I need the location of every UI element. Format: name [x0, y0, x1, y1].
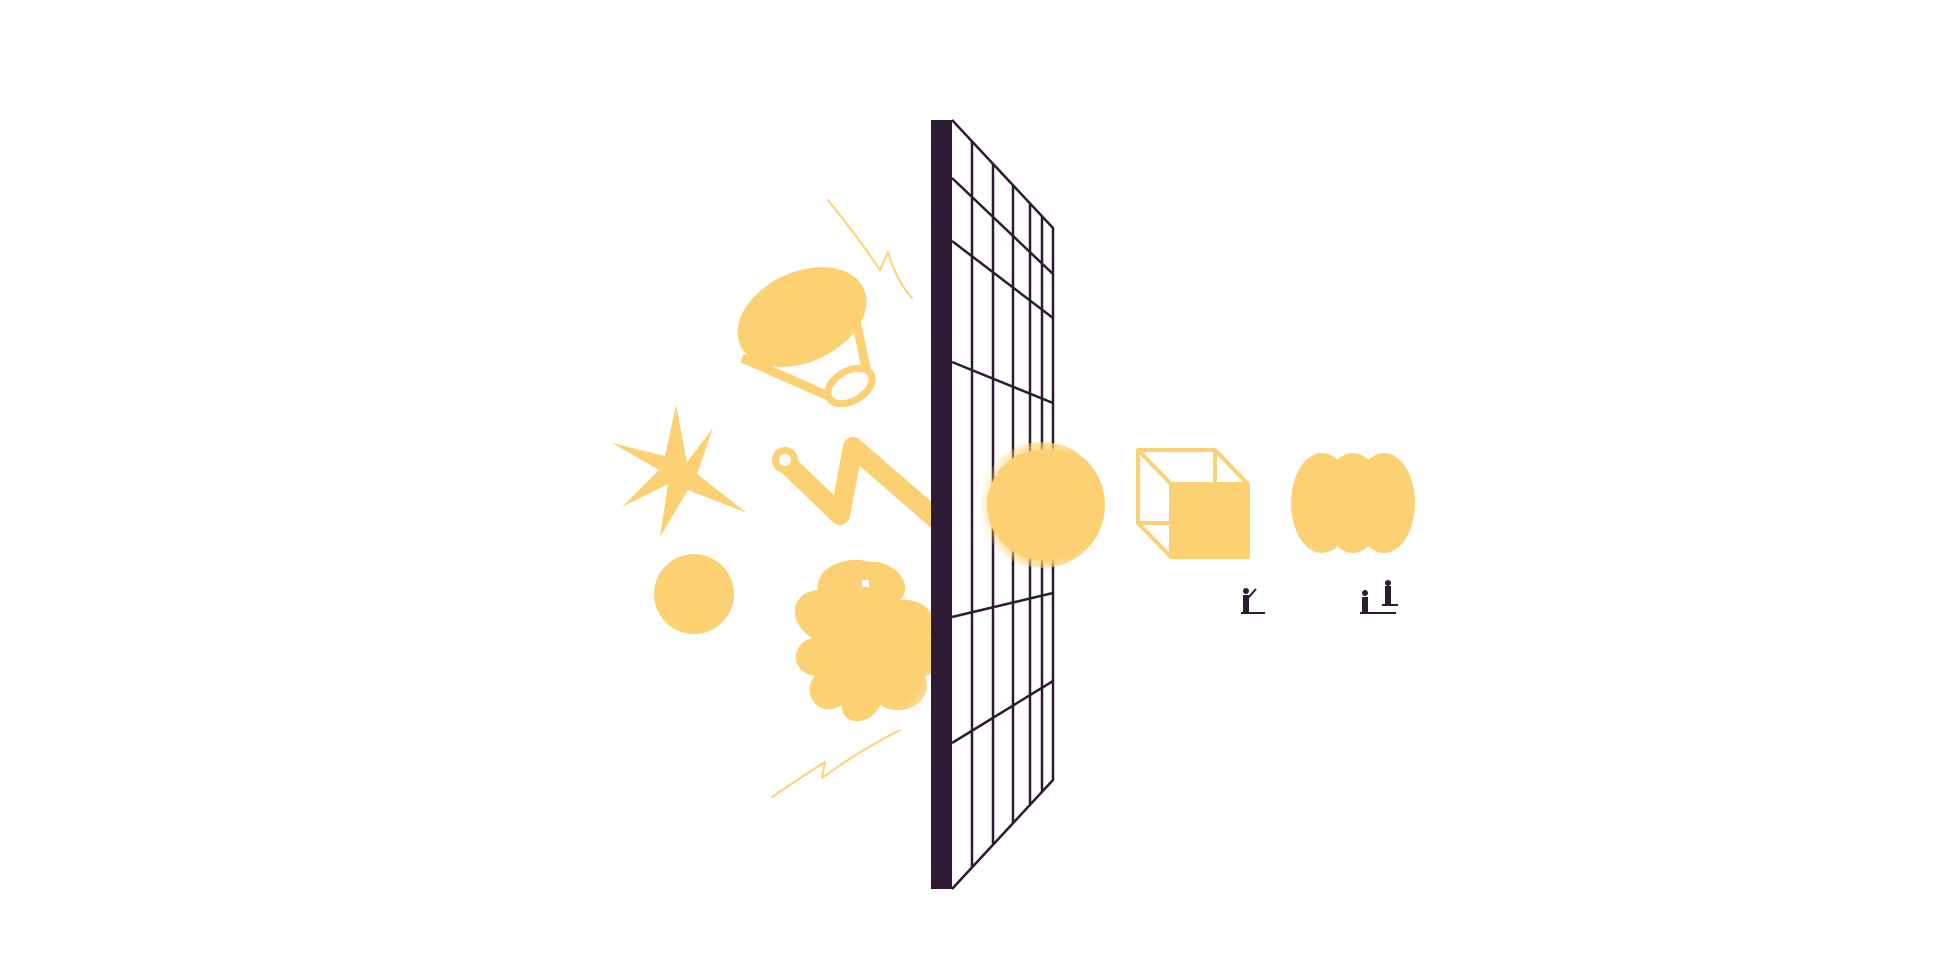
sphere-shape: [979, 442, 1105, 568]
chain-link-shape: [772, 437, 945, 528]
squiggle-bottom: [771, 729, 901, 798]
circle-shape: [654, 554, 734, 634]
figure-pair: [1360, 580, 1398, 614]
squiggle-top: [827, 199, 913, 299]
grid-wall-edge: [931, 120, 952, 889]
overlapping-ovals-shape: [1291, 453, 1415, 553]
squiggle-lines: [771, 199, 913, 798]
cylinder-shape: [737, 267, 876, 408]
tiny-figures: [1241, 580, 1398, 614]
cube-shape: [1136, 448, 1250, 559]
blob-shape: [794, 559, 942, 722]
star-shape: [612, 405, 747, 537]
figure-pointing: [1241, 588, 1265, 614]
